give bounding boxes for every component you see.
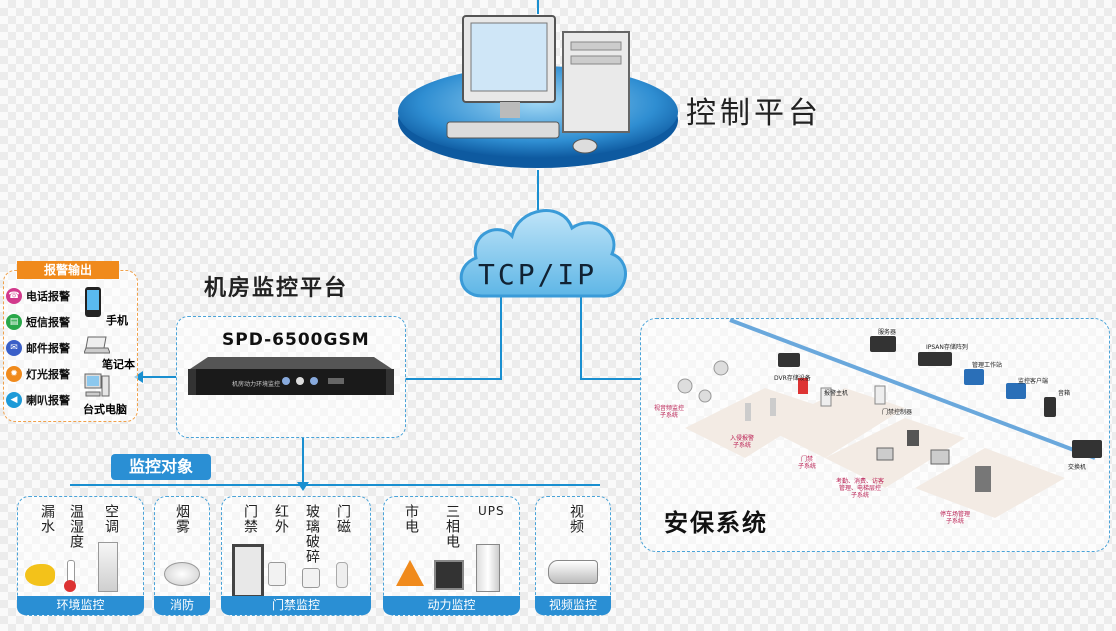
monitor-bus — [70, 484, 600, 486]
item-smoke: 烟雾 — [174, 504, 190, 534]
group-environment-label: 环境监控 — [17, 596, 144, 615]
cloud-icon — [459, 209, 627, 298]
camera-icon — [548, 560, 598, 584]
workstation-icon — [964, 369, 984, 385]
device-desktop-label: 台式电脑 — [83, 403, 127, 416]
link-platform-to-cloud — [537, 170, 539, 210]
label-ipsan: IPSAN存储阵列 — [926, 344, 968, 351]
label-monitor-client: 监控客户端 — [1018, 378, 1049, 385]
link-alarm — [138, 376, 176, 378]
laptop-icon — [84, 336, 110, 354]
device-model-label: SPD-6500GSM — [222, 330, 370, 350]
mail-icon: ✉ — [6, 340, 22, 356]
alarm-item-light: ✹ 灯光报警 — [6, 366, 70, 382]
item-aircon: 空调 — [103, 504, 119, 534]
device-laptop-label: 笔记本 — [102, 358, 135, 371]
server-icon — [870, 336, 896, 352]
link-cloud-right-down — [580, 295, 582, 379]
desktop-icon — [84, 373, 110, 397]
device-phone-label: 手机 — [106, 314, 128, 327]
network-switch-icon — [1072, 440, 1102, 458]
item-temp-humidity: 温湿度 — [68, 504, 84, 549]
ups-cabinet-icon — [476, 544, 500, 592]
glass-break-sensor-icon — [302, 568, 320, 588]
item-door-access: 门禁 — [242, 504, 258, 534]
item-ups: UPS — [478, 504, 505, 518]
arrow-alarm-icon — [134, 371, 143, 383]
infrared-sensor-icon — [268, 562, 286, 586]
speaker-icon: ◀ — [6, 392, 22, 408]
tcpip-label: TCP/IP — [478, 258, 598, 291]
door-icon — [232, 544, 264, 598]
phone-icon: ☎ — [6, 288, 22, 304]
security-system-title: 安保系统 — [664, 508, 768, 537]
link-room-down — [302, 437, 304, 487]
group-video-label: 视频监控 — [535, 596, 611, 615]
ipsan-icon — [918, 352, 952, 366]
speaker-box-icon — [1044, 397, 1056, 417]
control-platform-label: 控制平台 — [686, 96, 822, 131]
spd-device-graphic — [188, 357, 394, 395]
meter-icon — [434, 560, 464, 590]
alarm-item-mail: ✉ 邮件报警 — [6, 340, 70, 356]
arrow-down-icon — [297, 482, 309, 491]
light-icon: ✹ — [6, 366, 22, 382]
security-network-diagram — [677, 318, 1096, 518]
label-video-sub: 视音频监控 子系统 — [654, 405, 685, 419]
group-fire-label: 消防 — [154, 596, 210, 615]
leak-sensor-icon — [25, 564, 55, 586]
monitor-client-icon — [1006, 383, 1026, 399]
label-workstation: 管理工作站 — [972, 362, 1003, 369]
item-mains: 市电 — [403, 504, 419, 534]
mobile-phone-icon — [85, 287, 101, 317]
item-infrared: 红外 — [273, 504, 289, 534]
label-switch: 交换机 — [1068, 464, 1087, 471]
label-dvr: DVR存储设备 — [774, 375, 811, 382]
link-cloud-left-down — [500, 295, 502, 379]
label-door-controller: 门禁控制器 — [882, 409, 913, 416]
label-server: 服务器 — [878, 329, 897, 336]
alarm-item-phone: ☎ 电话报警 — [6, 288, 70, 304]
door-magnet-icon — [336, 562, 348, 588]
alarm-output-title: 报警输出 — [17, 261, 119, 279]
item-three-phase: 三相电 — [444, 504, 460, 549]
aircon-icon — [98, 542, 118, 592]
thermometer-bulb-icon — [64, 580, 76, 592]
sms-icon: ▤ — [6, 314, 22, 330]
label-intrusion-sub: 入侵报警 子系统 — [730, 435, 755, 449]
group-power-label: 动力监控 — [383, 596, 520, 615]
room-platform-title: 机房监控平台 — [204, 275, 349, 301]
group-access-label: 门禁监控 — [221, 596, 371, 615]
item-door-magnet: 门磁 — [335, 504, 351, 534]
label-door-sub: 门禁 子系统 — [798, 456, 817, 470]
dvr-icon — [778, 353, 800, 367]
label-speaker: 音箱 — [1058, 390, 1071, 397]
alarm-output-box — [3, 270, 138, 422]
device-panel-text: 机房动力环境监控 — [232, 381, 281, 388]
smoke-detector-icon — [164, 562, 200, 586]
link-room-platform — [405, 378, 502, 380]
label-attendance-sub: 考勤、消费、访客 管理、电梯层控 子系统 — [836, 478, 885, 499]
item-leak: 漏水 — [39, 504, 55, 534]
control-platform-graphic — [398, 15, 678, 168]
label-parking-sub: 停车场管理 子系统 — [940, 511, 971, 525]
link-security — [580, 378, 642, 380]
link-top — [537, 0, 539, 14]
label-alarm-host: 报警主机 — [824, 390, 849, 397]
monitor-objects-title: 监控对象 — [111, 454, 211, 480]
item-video: 视频 — [568, 504, 584, 534]
warning-icon — [396, 560, 424, 586]
item-glass-break: 玻璃破碎 — [304, 504, 320, 564]
alarm-item-speaker: ◀ 喇叭报警 — [6, 392, 70, 408]
alarm-item-sms: ▤ 短信报警 — [6, 314, 70, 330]
